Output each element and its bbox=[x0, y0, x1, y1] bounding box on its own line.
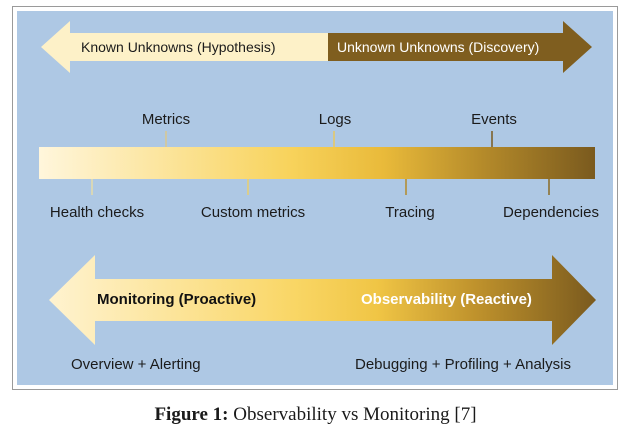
label-tracing: Tracing bbox=[385, 204, 435, 221]
label-custom-metrics: Custom metrics bbox=[200, 204, 306, 221]
top-arrow-right-label: Unknown Unknowns (Discovery) bbox=[337, 39, 540, 55]
debugging-profiling-analysis-label: Debugging + Profiling + Analysis bbox=[355, 356, 571, 373]
diagram-panel: Known Unknowns (Hypothesis) Unknown Unkn… bbox=[17, 11, 613, 385]
label-logs: Logs bbox=[318, 111, 352, 128]
figure-caption-label: Figure 1: bbox=[154, 404, 229, 425]
figure-frame: Known Unknowns (Hypothesis) Unknown Unkn… bbox=[12, 6, 618, 390]
bottom-double-arrow bbox=[49, 255, 596, 345]
figure-caption-text: Observability vs Monitoring [7] bbox=[233, 404, 477, 425]
spectrum-bar bbox=[39, 147, 595, 179]
diagram-graphics bbox=[39, 21, 596, 345]
figure-caption: Figure 1: Observability vs Monitoring [7… bbox=[0, 404, 631, 426]
top-arrow-left-label: Known Unknowns (Hypothesis) bbox=[81, 39, 276, 55]
top-arrow-left-part bbox=[41, 21, 328, 73]
top-arrow-right-part bbox=[328, 21, 592, 73]
label-metrics: Metrics bbox=[141, 111, 191, 128]
monitoring-label: Monitoring (Proactive) bbox=[97, 291, 257, 308]
observability-label: Observability (Reactive) bbox=[361, 291, 532, 308]
overview-alerting-label: Overview + Alerting bbox=[71, 356, 201, 373]
label-dependencies: Dependencies bbox=[503, 204, 599, 221]
label-events: Events bbox=[471, 111, 517, 128]
label-health-checks: Health checks bbox=[49, 204, 145, 221]
